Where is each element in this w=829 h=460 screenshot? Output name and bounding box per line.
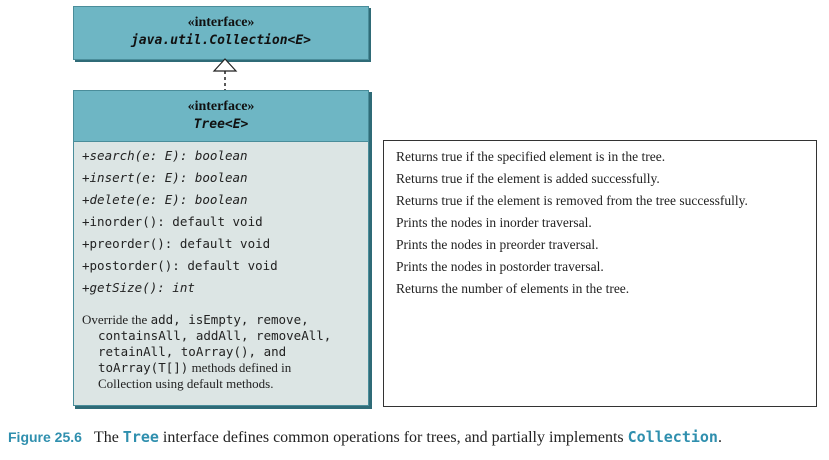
figure-caption: Figure 25.6 The Tree interface defines c… [8,428,722,447]
figure-label: Figure 25.6 [8,429,82,445]
caption-code: Tree [122,428,159,446]
override-text: Collection using default methods. [98,376,274,391]
override-code: toArray(T[]) [98,360,189,375]
override-text: methods defined in [188,360,292,375]
description-getsize: Returns the number of elements in the tr… [396,281,630,296]
tree-methods-compartment: +search(e: E): boolean +insert(e: E): bo… [73,142,369,406]
override-text: Override the [82,312,151,327]
description-insert: Returns true if the element is added suc… [396,171,660,186]
method-getsize: +getSize(): int [82,280,195,295]
caption-text: interface defines common operations for … [158,429,628,446]
description-search: Returns true if the specified element is… [396,149,666,164]
override-code: add, isEmpty, remove, [150,312,309,327]
description-postorder: Prints the nodes in postorder traversal. [396,259,604,274]
description-preorder: Prints the nodes in preorder traversal. [396,237,599,252]
tree-box-shadow [369,92,372,408]
method-postorder: +postorder(): default void [82,258,278,273]
tree-box-shadow [75,406,372,409]
description-inorder: Prints the nodes in inorder traversal. [396,215,592,230]
override-note: Override the add, isEmpty, remove, conta… [82,312,372,392]
method-delete: +delete(e: E): boolean [82,192,248,207]
method-insert: +insert(e: E): boolean [82,170,248,185]
caption-code: Collection [627,428,718,446]
realization-arrow [212,58,238,92]
tree-interface-header: «interface» Tree<E> [73,90,369,142]
collection-stereotype: «interface» [187,15,255,30]
collection-interface-name: java.util.Collection<E> [130,33,311,48]
method-search: +search(e: E): boolean [82,148,248,163]
method-inorder: +inorder(): default void [82,214,263,229]
description-delete: Returns true if the element is removed f… [396,193,748,208]
description-box: Returns true if the specified element is… [383,140,817,407]
tree-stereotype: «interface» [187,99,255,114]
caption-text: . [717,429,722,446]
tree-interface-name: Tree<E> [193,117,249,132]
method-preorder: +preorder(): default void [82,236,271,251]
override-code: retainAll, toArray(), and [98,344,287,359]
collection-interface-box: «interface» java.util.Collection<E> [73,6,369,60]
override-code: containsAll, addAll, removeAll, [98,328,332,343]
caption-text: The [93,429,123,446]
